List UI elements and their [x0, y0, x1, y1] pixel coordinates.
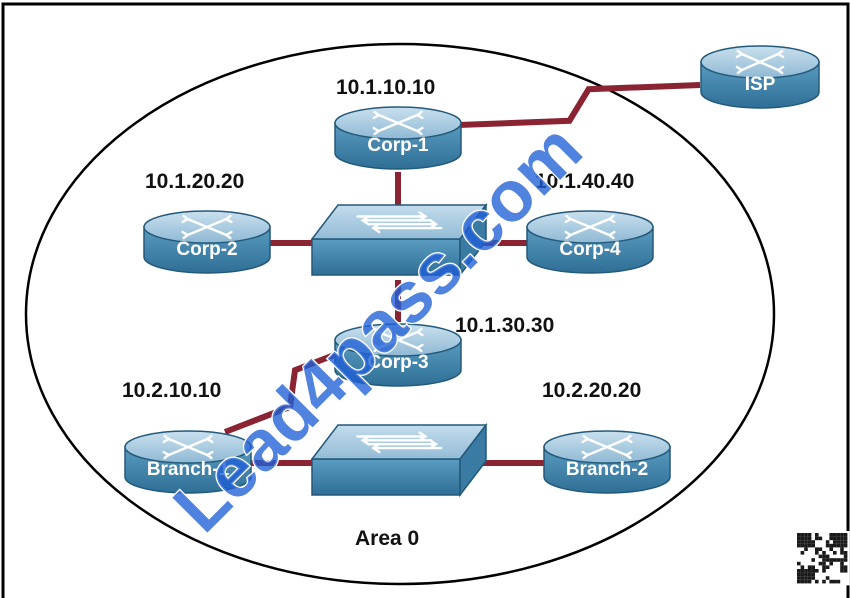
switch-switch1 [310, 202, 488, 278]
device-label-branch2: Branch-2 [566, 459, 648, 480]
router-branch2: Branch-2 [543, 430, 671, 494]
ip-label-branch2: 10.2.20.20 [542, 379, 641, 402]
router-isp: ISP [700, 45, 820, 109]
ip-label-corp2: 10.1.20.20 [145, 170, 244, 193]
router-arrows-icon [372, 110, 424, 136]
device-label-corp4: Corp-4 [559, 239, 621, 260]
area-boundary [24, 42, 776, 586]
link-corp3-branch1 [223, 342, 362, 435]
device-label-isp: ISP [745, 74, 776, 95]
router-corp1: Corp-1 [334, 106, 462, 170]
device-label-corp2: Corp-2 [176, 239, 237, 260]
device-label-corp1: Corp-1 [367, 135, 429, 156]
device-label-branch1: Branch-1 [147, 459, 230, 480]
router-corp4: Corp-4 [526, 210, 654, 274]
switch-arrows-icon [356, 431, 443, 454]
router-arrows-icon [735, 49, 785, 75]
ip-label-corp3: 10.1.30.30 [455, 314, 554, 337]
router-branch1: Branch-1 [124, 430, 252, 494]
switch-arrows-icon [356, 211, 443, 234]
ip-label-corp4: 10.1.40.40 [535, 170, 634, 193]
router-arrows-icon [564, 214, 616, 240]
router-arrows-icon [372, 327, 424, 353]
qr-code-image [795, 531, 850, 586]
area-label: Area 0 [355, 527, 419, 550]
router-corp3: Corp-3 [334, 323, 462, 387]
ip-label-branch1: 10.2.10.10 [122, 379, 221, 402]
router-arrows-icon [162, 434, 214, 460]
ip-label-corp1: 10.1.10.10 [336, 76, 435, 99]
router-arrows-icon [181, 214, 233, 240]
device-label-corp3: Corp-3 [367, 352, 428, 373]
link-corp1-isp [457, 82, 701, 128]
router-arrows-icon [581, 434, 633, 460]
router-corp2: Corp-2 [143, 210, 271, 274]
switch-switch2 [310, 422, 488, 498]
